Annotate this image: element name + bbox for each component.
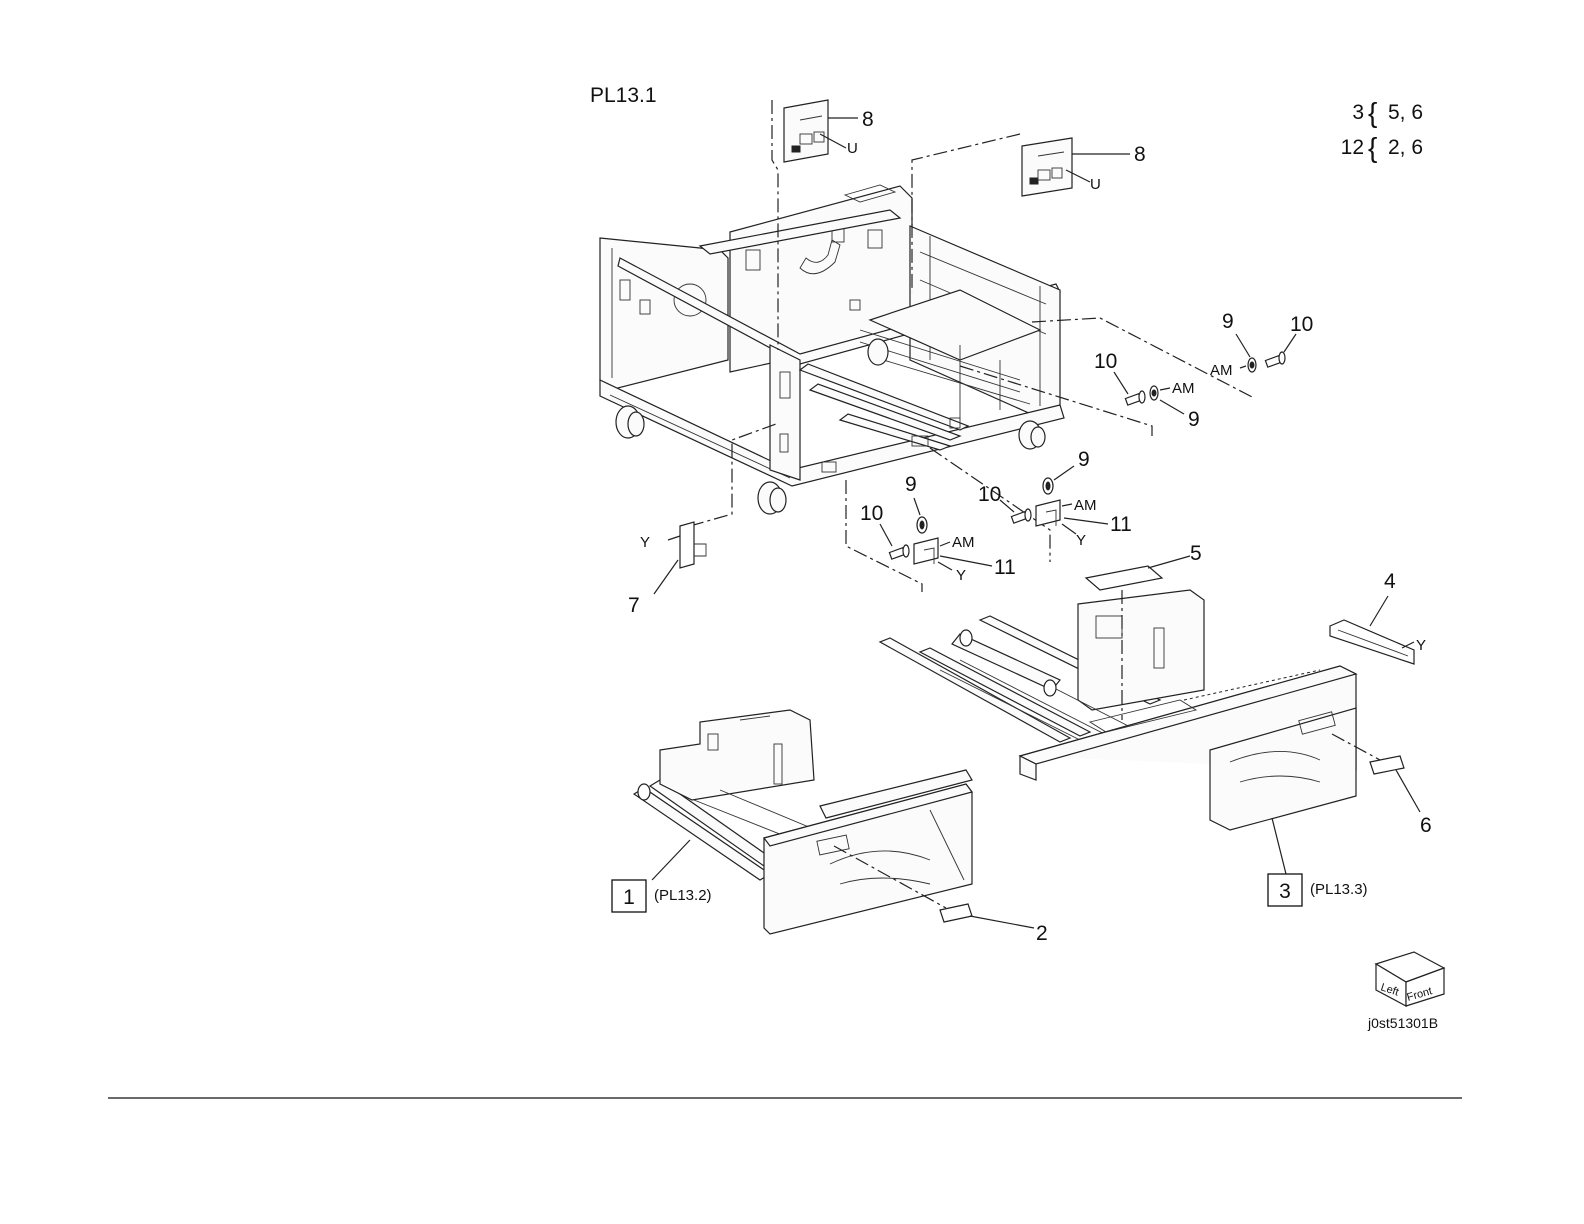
assembly-3-label: 3 (PL13.3) [1268,818,1368,906]
assembly-3-reference: (PL13.3) [1310,881,1368,898]
callout-10: 10 [1094,350,1117,373]
screw-tag-y: Y [640,534,650,551]
assembly-1-reference: (PL13.2) [654,887,712,904]
part-10-pin-lower-mid: 10 [860,502,909,559]
callout-8: 8 [862,108,874,131]
screw-tag-u: U [847,140,858,157]
assembly-3-number: 3 [1279,880,1291,903]
screw-tag-am: AM [1210,362,1233,379]
callout-9: 9 [1188,408,1200,431]
kit-note-1-kit: 3 [1352,101,1364,124]
callout-7: 7 [628,594,640,617]
part-10-pin-lower-right: 10 [978,483,1031,523]
screw-tag-y: Y [1416,637,1426,654]
screw-tag-am: AM [952,534,975,551]
leader-9-10-11-middle [846,480,922,592]
part-10-pin-mid: 10 [1094,350,1145,405]
screw-tag-y: Y [1076,532,1086,549]
callout-2: 2 [1036,922,1048,945]
plate-title: PL13.1 [590,84,657,107]
kit-note-1-brace: { [1368,97,1377,128]
part-8-bracket-left: 8 U [784,100,874,162]
callout-6: 6 [1420,814,1432,837]
part-9-bearing-lower-mid: 9 [905,473,927,533]
screw-tag-am: AM [1172,380,1195,397]
kit-note-1-includes: 5, 6 [1388,101,1423,124]
part-11-bracket-lower-mid: AM 11 Y [914,534,1016,584]
figure-code: j0st51301B [1367,1015,1438,1031]
callout-10: 10 [1290,313,1313,336]
callout-10: 10 [860,502,883,525]
kit-note-2: 12 { 2, 6 [1341,132,1423,163]
part-8-bracket-right: 8 U [1022,138,1146,196]
part-9-bearing-upper: 9 AM [1210,310,1256,379]
screw-tag-u: U [1090,176,1101,193]
callout-11: 11 [994,556,1016,579]
assembly-1-label: 1 (PL13.2) [612,840,712,912]
kit-note-2-brace: { [1368,132,1377,163]
callout-9: 9 [905,473,917,496]
callout-5: 5 [1190,542,1202,565]
callout-9: 9 [1078,448,1090,471]
part-4-bracket: 4 Y [1330,570,1426,664]
part-9-bearing-mid: AM 9 [1150,380,1200,431]
kit-note-1: 3 { 5, 6 [1352,97,1423,128]
kit-note-2-includes: 2, 6 [1388,136,1423,159]
screw-tag-y: Y [956,567,966,584]
callout-4: 4 [1384,570,1396,593]
callout-10: 10 [978,483,1001,506]
orientation-cube-icon: Left Front [1376,952,1444,1006]
stand-frame [600,185,1064,514]
callout-8: 8 [1134,143,1146,166]
callout-11: 11 [1110,513,1132,536]
callout-9: 9 [1222,310,1234,333]
screw-tag-am: AM [1074,497,1097,514]
part-9-bearing-lower-right: 9 [1043,448,1090,494]
part-7-bracket: Y 7 [628,522,706,617]
kit-note-2-kit: 12 [1341,136,1364,159]
leader-9-10-upper [1032,318,1254,398]
assembly-1-number: 1 [623,886,635,909]
part-10-pin-upper: 10 [1265,313,1313,367]
